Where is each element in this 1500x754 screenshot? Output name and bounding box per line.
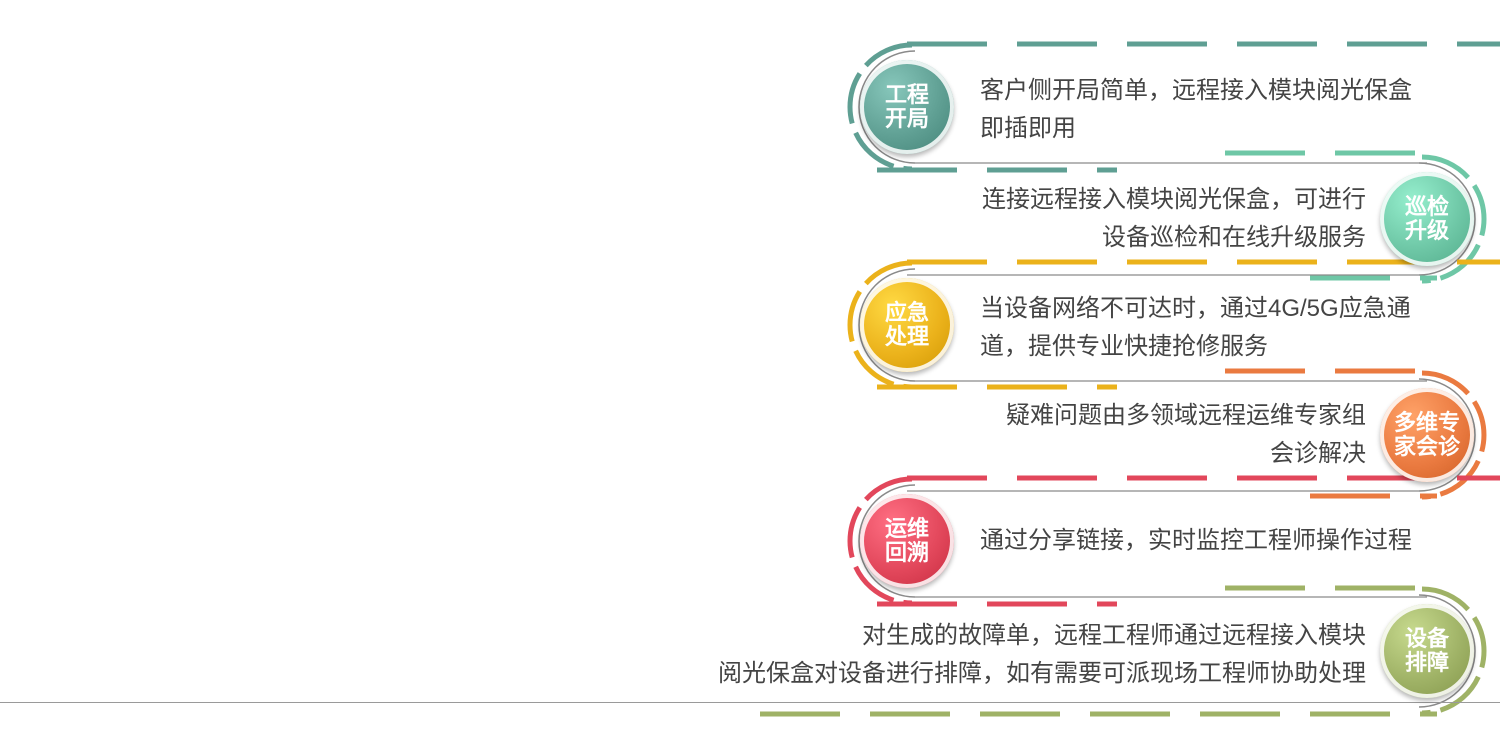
step-2-inner-arc	[1418, 162, 1476, 276]
step-4-outer-arc	[1421, 370, 1487, 500]
step-5-inner-arc	[858, 484, 916, 598]
baseline-divider	[0, 702, 1500, 703]
step-1-description: 客户侧开局简单，远程接入模块阅光保盒 即插即用	[980, 77, 1412, 142]
step-2-description: 连接远程接入模块阅光保盒，可进行 设备巡检和在线升级服务	[982, 186, 1366, 251]
step-2-outer-arc	[1421, 154, 1487, 284]
step-3-badge: 应急 处理	[860, 278, 954, 372]
step-5-badge: 运维 回溯	[860, 494, 954, 588]
step-2-badge: 巡检 升级	[1380, 172, 1474, 266]
step-4-badge: 多维专 家会诊	[1380, 388, 1474, 482]
step-1-title: 工程 开局	[884, 82, 929, 131]
step-6-title: 设备 排障	[1404, 626, 1449, 675]
step-4-inner-arc	[1418, 378, 1476, 492]
step-3-inner-arc	[858, 268, 916, 382]
step-4-description: 疑难问题由多领域远程运维专家组 会诊解决	[1006, 402, 1366, 467]
step-4-title: 多维专 家会诊	[1393, 410, 1460, 459]
step-6-badge: 设备 排障	[1380, 604, 1474, 698]
step-6-inner-arc	[1418, 594, 1476, 708]
step-5-title: 运维 回溯	[884, 516, 929, 565]
step-5-outer-arc	[847, 476, 913, 606]
step-1-inner-arc	[858, 50, 916, 164]
step-1-badge: 工程 开局	[860, 60, 954, 154]
step-5-description: 通过分享链接，实时监控工程师操作过程	[980, 527, 1412, 554]
step-3-description: 当设备网络不可达时，通过4G/5G应急通 道，提供专业快捷抢修服务	[980, 295, 1411, 360]
step-1-outer-arc	[847, 42, 913, 172]
step-2-title: 巡检 升级	[1404, 194, 1449, 243]
step-3-outer-arc	[847, 260, 913, 390]
step-3-title: 应急 处理	[884, 300, 929, 349]
step-6-outer-arc	[1421, 586, 1487, 716]
step-6-description: 对生成的故障单，远程工程师通过远程接入模块 阅光保盒对设备进行排障，如有需要可派…	[718, 622, 1366, 687]
